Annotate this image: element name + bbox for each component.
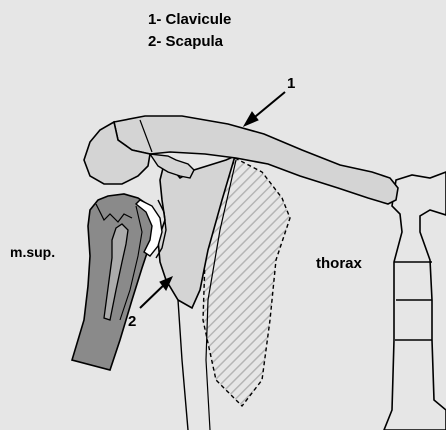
scapula-lateral-border [178,300,188,430]
marker-2-label: 2 [128,313,136,330]
thorax-label: thorax [316,255,363,272]
arrow-1 [244,92,285,126]
upper-limb-label: m.sup. [10,244,55,260]
sternum [384,172,446,430]
humerus [72,194,162,370]
arrow-2 [140,277,172,308]
legend-item-1: 1- Clavicule [148,11,231,28]
marker-1-label: 1 [287,75,295,92]
legend-item-2: 2- Scapula [148,33,224,50]
